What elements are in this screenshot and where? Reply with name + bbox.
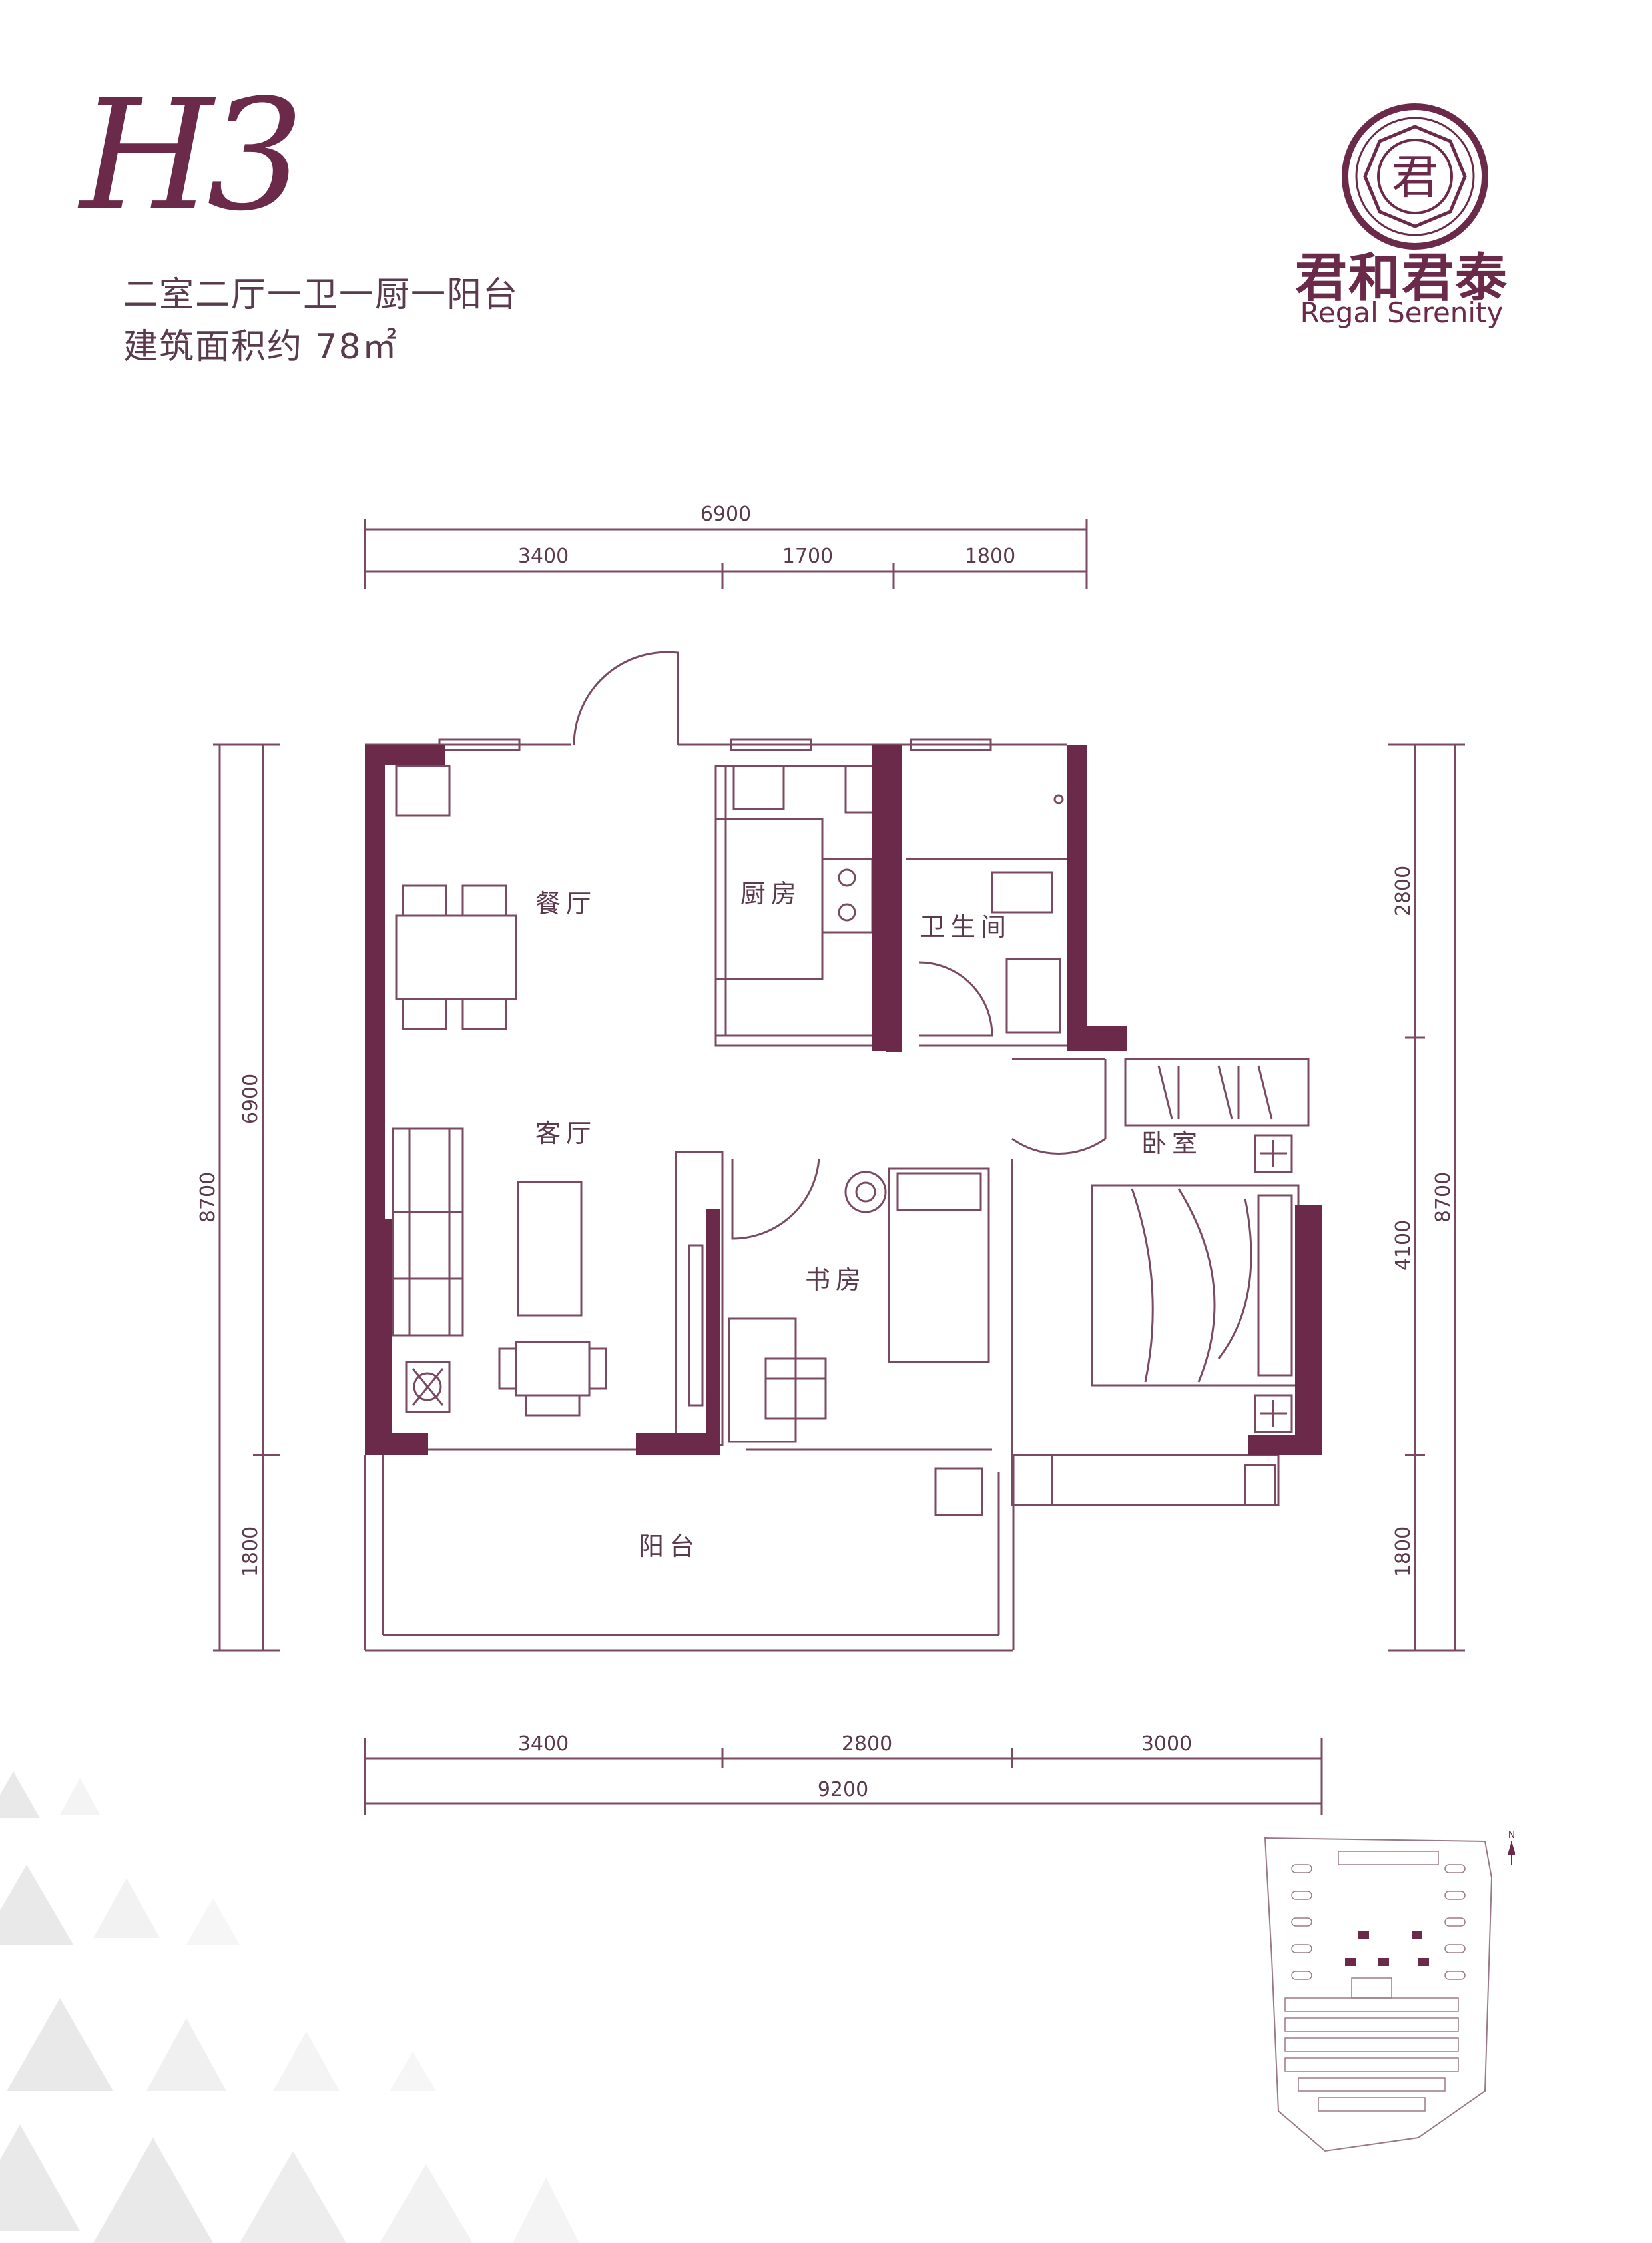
dim-left-total: 8700 xyxy=(196,1172,220,1223)
area-description: 建筑面积约 78㎡ xyxy=(123,327,398,367)
north-label: N xyxy=(1508,1830,1515,1841)
dim-top-total: 6900 xyxy=(700,503,751,526)
brand-name-en: Regal Serenity xyxy=(1300,296,1504,329)
site-plan-thumbnail: N xyxy=(1264,1830,1515,2152)
dim-left-inner: 6900 xyxy=(239,1074,262,1124)
layout-description: 二室二厅一卫一厨一阳台 xyxy=(123,275,519,315)
dim-bottom-seg-2: 2800 xyxy=(842,1732,892,1756)
dim-bottom-total: 9200 xyxy=(818,1778,868,1801)
dim-bottom-seg-1: 3400 xyxy=(518,1732,569,1756)
dim-top-seg-3: 1800 xyxy=(965,545,1015,568)
dim-right-total: 8700 xyxy=(1432,1172,1455,1223)
room-balcony: 阳台 xyxy=(639,1532,700,1561)
dim-right-seg-2: 4100 xyxy=(1392,1220,1415,1271)
room-study: 书房 xyxy=(805,1265,866,1295)
dim-right-seg-1: 2800 xyxy=(1392,866,1415,916)
room-kitchen: 厨房 xyxy=(740,879,802,908)
brand-name-cn: 君和君泰 xyxy=(1294,248,1508,308)
decorative-triangles xyxy=(0,1771,579,2243)
room-bedroom: 卧室 xyxy=(1141,1129,1203,1158)
room-living: 客厅 xyxy=(535,1119,597,1148)
dim-bottom-seg-3: 3000 xyxy=(1141,1732,1192,1756)
dim-left-balcony: 1800 xyxy=(239,1526,262,1577)
room-dining: 餐厅 xyxy=(535,889,597,918)
dim-top-seg-2: 1700 xyxy=(782,545,833,568)
room-bathroom: 卫生间 xyxy=(920,912,1011,942)
brand-seal-logo: 君 xyxy=(1342,103,1488,250)
dim-right-seg-3: 1800 xyxy=(1392,1526,1415,1577)
model-title: H3 xyxy=(80,67,304,245)
dim-top-seg-1: 3400 xyxy=(518,545,569,568)
seal-char: 君 xyxy=(1392,150,1438,204)
